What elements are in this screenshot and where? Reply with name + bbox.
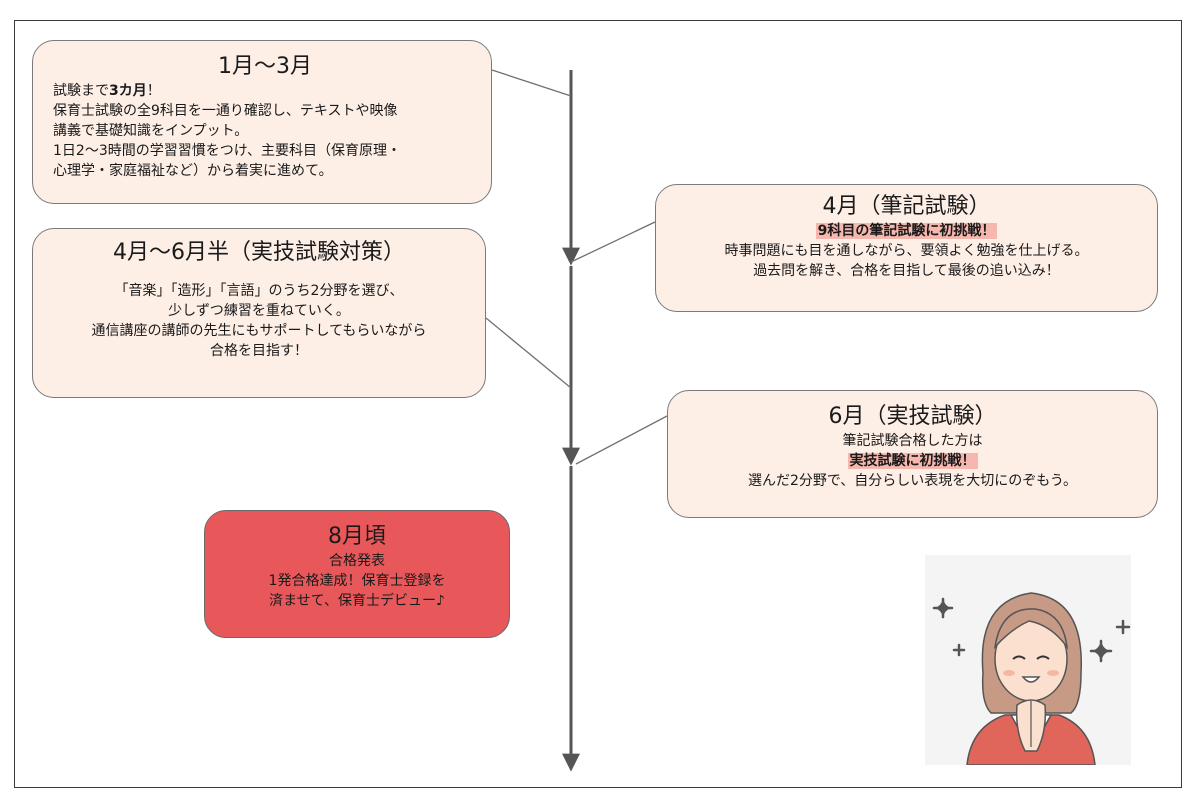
step-jan-mar-line1: 試験まで3カ月！ (53, 81, 477, 101)
step-august-result-line3: 済ませて、保育士デビュー♪ (269, 593, 445, 609)
step-june-practical-line1: 筆記試験合格した方は (842, 433, 983, 449)
step-june-practical-card: 6月（実技試験） 筆記試験合格した方は 実技試験に初挑戦！ 選んだ2分野で、自分… (667, 390, 1158, 518)
step-apr-jun-title: 4月〜6月半（実技試験対策） (113, 240, 405, 265)
step-april-written-highlight: 9科目の筆記試験に初挑戦！ (815, 223, 998, 239)
step-apr-jun-line3: 通信講座の講師の先生にもサポートしてもらいながら (91, 323, 427, 339)
connector-lines (485, 69, 668, 465)
step-april-written-line2: 過去問を解き、合格を目指して最後の追い込み！ (753, 263, 1060, 279)
step-jan-mar-line1-post: ！ (146, 83, 161, 99)
step-april-written-card: 4月（筆記試験） 9科目の筆記試験に初挑戦！ 時事問題にも目を通しながら、要領よ… (655, 184, 1158, 312)
step-apr-jun-line2: 少しずつ練習を重ねていく。 (168, 303, 350, 319)
step-jan-mar-line4: 1日2〜3時間の学習習慣をつけ、主要科目（保育原理・ (53, 143, 402, 159)
step-jan-mar-line1-pre: 試験まで (53, 83, 109, 99)
step-june-practical-title: 6月（実技試験） (828, 404, 997, 429)
step-jan-mar-body: 試験まで3カ月！ 保育士試験の全9科目を一通り確認し、テキストや映像 講義で基礎… (53, 81, 477, 181)
step-apr-jun-line4: 合格を目指す！ (210, 343, 308, 359)
step-jan-mar-title: 1月〜3月 (218, 54, 312, 79)
step-august-result-title: 8月頃 (328, 524, 386, 549)
step-august-result-line1: 合格発表 (329, 553, 385, 569)
step-june-practical-line2: 選んだ2分野で、自分らしい表現を大切にのぞもう。 (747, 473, 1078, 489)
step-jan-mar-line3: 講義で基礎知識をインプット。 (53, 123, 249, 139)
step-apr-jun-card: 4月〜6月半（実技試験対策） 「音楽」「造形」「言語」のうち2分野を選び、 少し… (32, 228, 486, 398)
step-jan-mar-line5: 心理学・家庭福祉など）から着実に進めて。 (53, 163, 333, 179)
step-august-result-card: 8月頃 合格発表 1発合格達成！保育士登録を 済ませて、保育士デビュー♪ (204, 510, 510, 638)
diagram-frame (14, 20, 1182, 788)
step-jan-mar-line2: 保育士試験の全9科目を一通り確認し、テキストや映像 (53, 103, 398, 119)
step-jan-mar-card: 1月〜3月 試験まで3カ月！ 保育士試験の全9科目を一通り確認し、テキストや映像… (32, 40, 492, 204)
step-april-written-line1: 時事問題にも目を通しながら、要領よく勉強を仕上げる。 (724, 243, 1089, 259)
step-june-practical-highlight: 実技試験に初挑戦！ (847, 453, 978, 469)
step-april-written-title: 4月（筆記試験） (822, 194, 991, 219)
step-jan-mar-line1-bold: 3カ月 (109, 83, 147, 99)
step-apr-jun-line1: 「音楽」「造形」「言語」のうち2分野を選び、 (114, 283, 404, 299)
step-august-result-line2: 1発合格達成！保育士登録を (268, 573, 446, 589)
woman-celebrating-icon (925, 555, 1131, 765)
